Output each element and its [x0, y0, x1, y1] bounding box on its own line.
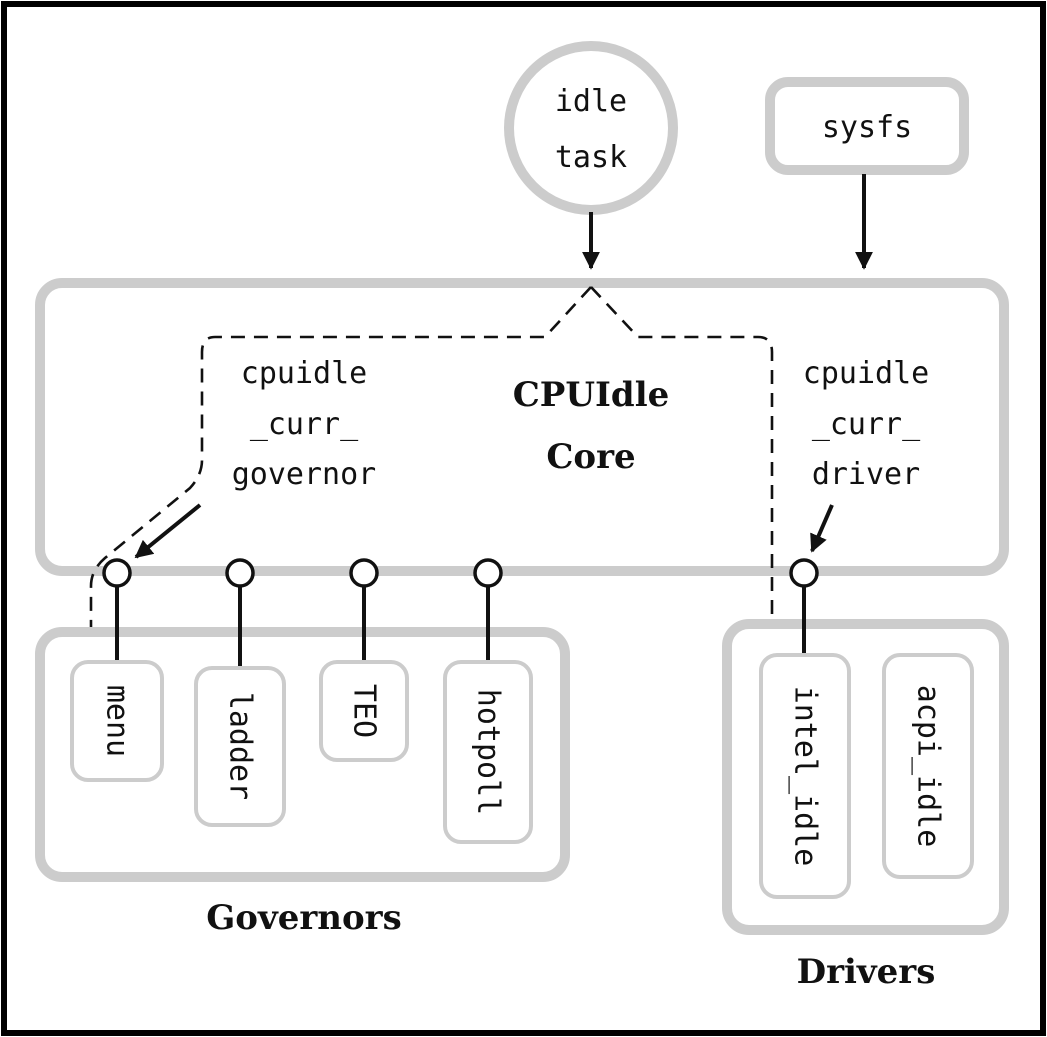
governor-hotpoll-label: hotpoll: [471, 689, 506, 815]
governors-title: Governors: [206, 898, 401, 938]
idle-task-label-line1: idle: [555, 84, 627, 119]
sysfs-label: sysfs: [822, 110, 912, 145]
governor-menu-label: menu: [100, 685, 135, 757]
driver-intel-idle-port: [789, 558, 819, 588]
governor-hotpoll[interactable]: hotpoll: [443, 558, 533, 844]
curr-governor-label-line1: cpuidle: [241, 356, 367, 391]
curr-driver-label-line2: _curr_: [812, 407, 921, 442]
governor-teo[interactable]: TEO: [319, 558, 409, 762]
drivers-title: Drivers: [797, 952, 936, 992]
driver-acpi-idle[interactable]: acpi_idle: [882, 653, 974, 879]
curr-governor-label-line2: _curr_: [250, 407, 359, 442]
governor-ladder-label: ladder: [223, 692, 258, 800]
core-title-line2: Core: [546, 437, 635, 477]
idle-task-label-line2: task: [555, 140, 627, 175]
curr-driver-label-line1: cpuidle: [803, 356, 929, 391]
driver-intel-idle[interactable]: intel_idle: [759, 558, 851, 899]
governor-teo-label: TEO: [347, 684, 382, 738]
sysfs-node: sysfs: [765, 77, 969, 175]
governor-dashed-path: [83, 286, 592, 657]
curr-governor-pointer-arrow: [134, 503, 202, 559]
driver-acpi-idle-label: acpi_idle: [911, 685, 946, 848]
curr-driver-pointer-arrow: [810, 504, 834, 553]
driver-intel-idle-label: intel_idle: [788, 686, 823, 867]
governor-ladder-port: [225, 558, 255, 588]
curr-driver-label-line3: driver: [812, 457, 920, 492]
governor-teo-port: [349, 558, 379, 588]
governor-hotpoll-port: [473, 558, 503, 588]
governors-group-box: [35, 627, 570, 882]
core-title-line1: CPUIdle: [513, 375, 670, 415]
governor-ladder[interactable]: ladder: [194, 558, 286, 827]
curr-governor-label-line3: governor: [232, 457, 377, 492]
driver-dashed-path: [590, 286, 780, 638]
cpuidle-core-box: [35, 278, 1009, 576]
governor-menu-port: [102, 558, 132, 588]
governor-menu[interactable]: menu: [70, 558, 164, 782]
idle-task-node: idle task: [504, 41, 678, 215]
